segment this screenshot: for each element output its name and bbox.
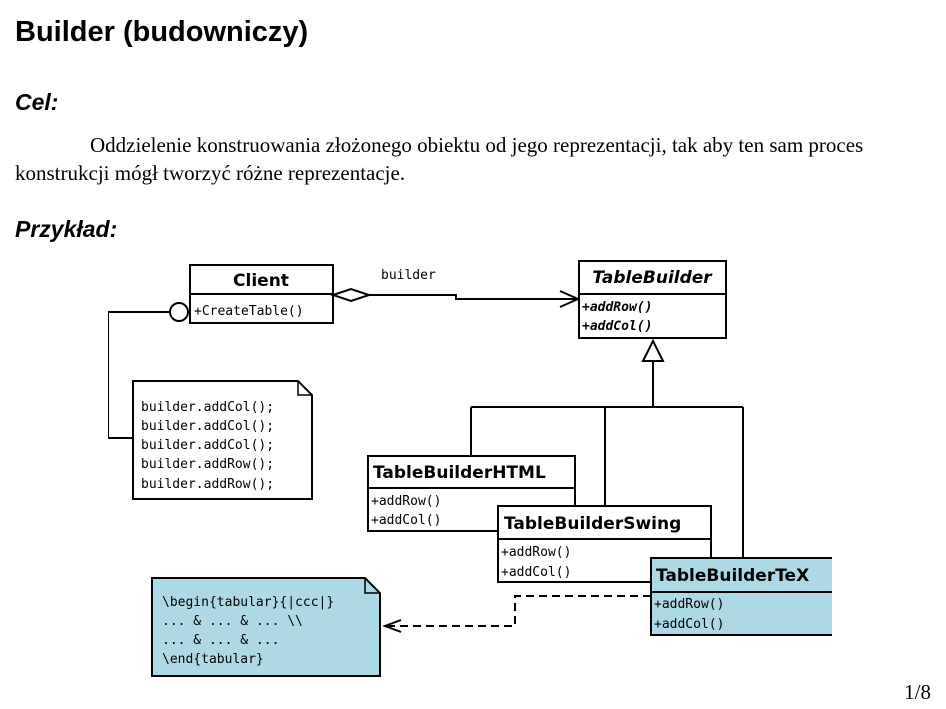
tablebuilder-tex-method: +addCol() [654, 617, 724, 632]
tablebuilder-tex-class: TableBuilderTeX +addRow() +addCol() [650, 557, 832, 636]
tablebuilder-tex-name: TableBuilderTeX [656, 566, 809, 586]
client-note-line: builder.addRow(); [141, 457, 274, 472]
page-title: Builder (budowniczy) [15, 16, 309, 48]
tablebuilder-class: TableBuilder +addRow() +addCol() [578, 260, 727, 339]
dependency-line [385, 595, 651, 627]
aggregation-diamond [329, 287, 373, 303]
tablebuilder-tex-method: +addRow() [654, 597, 724, 612]
tex-note-line: \end{tabular} [162, 652, 264, 667]
tablebuilder-method: +addCol() [582, 319, 652, 334]
tablebuilder-html-name: TableBuilderHTML [373, 463, 546, 483]
tablebuilder-class-name: TableBuilder [592, 268, 713, 288]
example-heading: Przykład: [15, 216, 118, 242]
client-note-line: builder.addRow(); [141, 477, 274, 492]
dependency-arrowhead [382, 619, 402, 633]
tex-output-note: \begin{tabular}{|ccc|} ... & ... & ... \… [151, 577, 381, 677]
client-class-name: Client [233, 271, 289, 291]
client-method: +CreateTable() [194, 304, 304, 319]
inheritance-triangle [641, 338, 665, 362]
tablebuilder-swing-name: TableBuilderSwing [504, 514, 681, 534]
goal-heading: Cel: [15, 89, 59, 115]
inheritance-lines [470, 361, 744, 558]
tablebuilder-swing-method: +addCol() [501, 565, 571, 580]
page-number: 1/8 [904, 680, 931, 704]
note-anchor-line [108, 311, 170, 439]
tex-note-line: ... & ... & ... [162, 633, 279, 648]
client-code-note: builder.addCol(); builder.addCol(); buil… [132, 380, 313, 500]
builder-association-line [369, 294, 578, 300]
association-label: builder [381, 268, 436, 283]
uml-class-diagram: builder.addCol(); builder.addCol(); buil… [108, 260, 832, 677]
goal-text: Oddzielenie konstruowania złożonego obie… [15, 133, 864, 185]
interface-lollipop [169, 302, 189, 322]
tablebuilder-html-method: +addCol() [371, 513, 441, 528]
client-note-line: builder.addCol(); [141, 438, 274, 453]
tex-note-line: ... & ... & ... \\ [162, 614, 303, 629]
client-class: Client +CreateTable() [189, 264, 334, 324]
tablebuilder-method: +addRow() [582, 300, 652, 315]
tex-note-line: \begin{tabular}{|ccc|} [162, 595, 334, 610]
tablebuilder-html-method: +addRow() [371, 494, 441, 509]
tablebuilder-swing-method: +addRow() [501, 545, 571, 560]
client-note-line: builder.addCol(); [141, 419, 274, 434]
client-note-line: builder.addCol(); [141, 400, 274, 415]
